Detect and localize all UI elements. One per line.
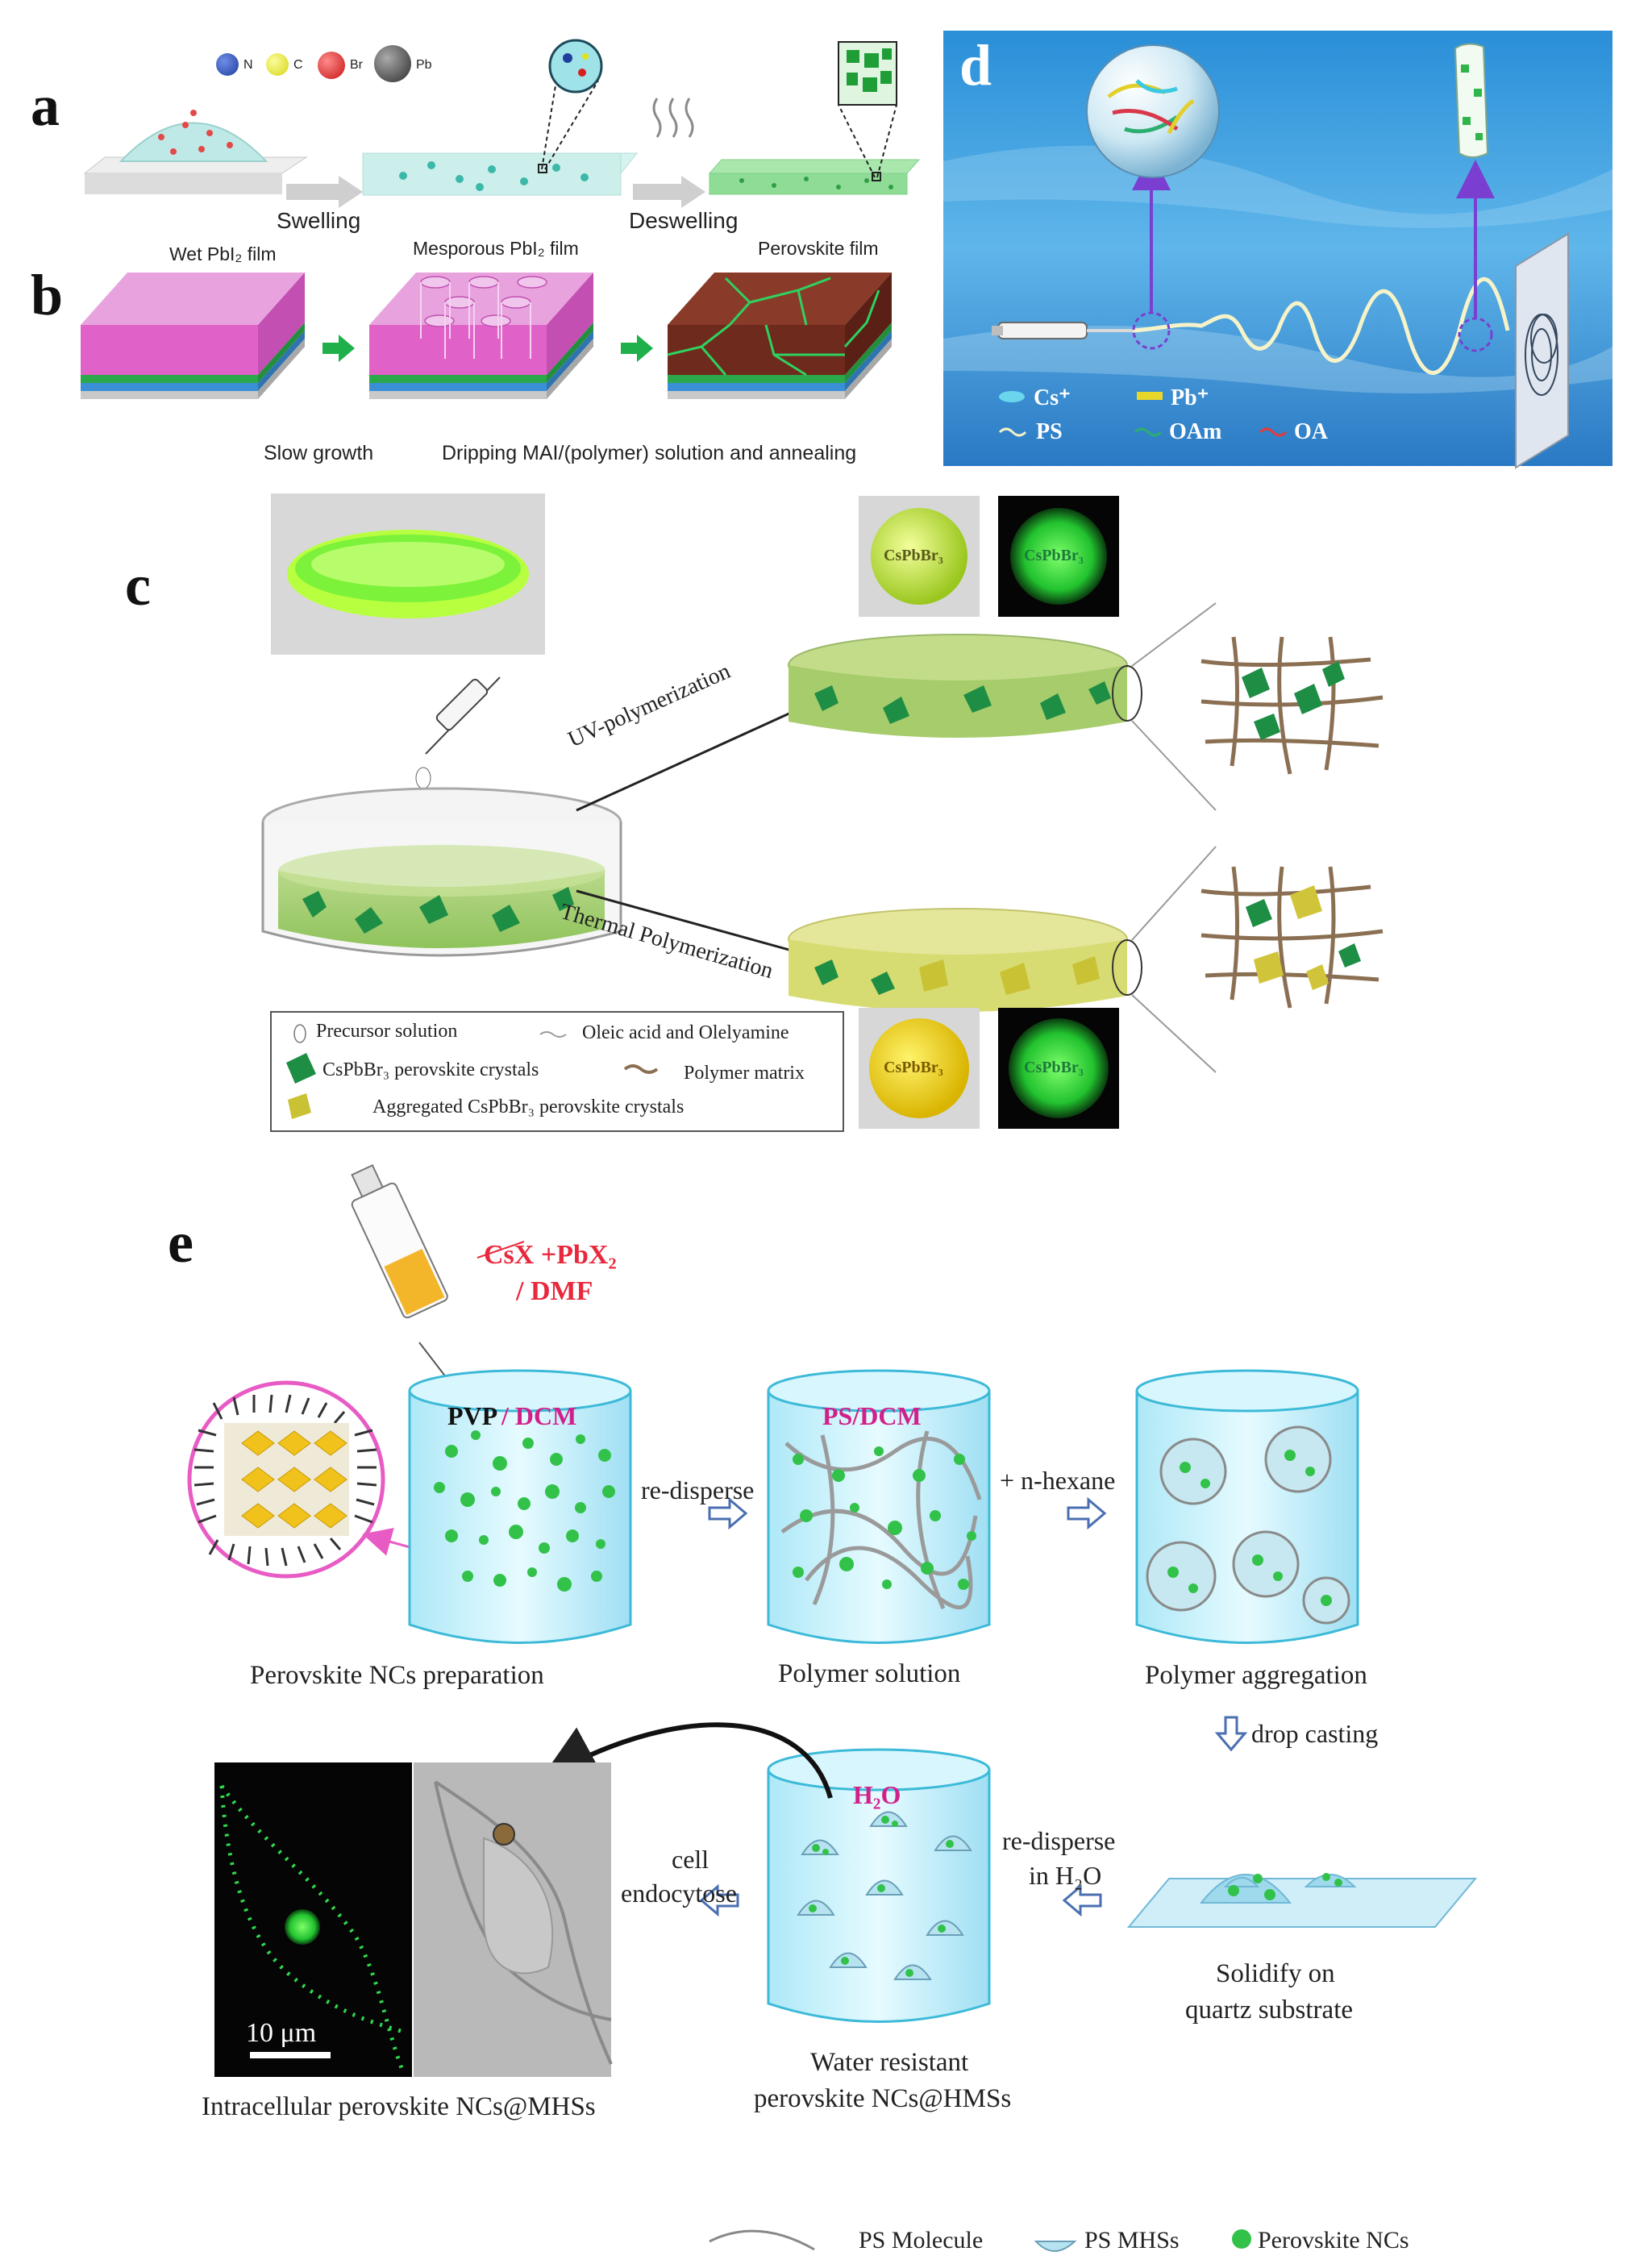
panel-label-b: b xyxy=(31,263,64,327)
caption-intracellular: Intracellular perovskite NCs@MHSs xyxy=(202,2092,596,2121)
atom-legend: N C Br Pb xyxy=(216,45,458,82)
precursor-formula: CsX +PbX₂ xyxy=(484,1240,617,1270)
lead-atom-icon xyxy=(374,45,411,82)
caption-water-1: Water resistant xyxy=(810,2048,969,2077)
legend-matrix: Polymer matrix xyxy=(684,1063,805,1084)
step-deswelling: Deswelling xyxy=(629,208,739,233)
step-endocytose-2: endocytose xyxy=(621,1879,737,1908)
legend-ps-mhss: PS MHSs xyxy=(1084,2227,1180,2253)
legend-precursor: Precursor solution xyxy=(316,1021,458,1042)
panel-label-a: a xyxy=(31,73,60,138)
sample-label-2: CsPbBr₃ xyxy=(1024,547,1084,564)
scale-bar-label: 10 μm xyxy=(246,2018,317,2048)
caption-water-2: perovskite NCs@HMSs xyxy=(754,2084,1012,2113)
stage-mesoporous-film: Mesporous PbI₂ film xyxy=(413,238,579,259)
step-hexane: + n-hexane xyxy=(1000,1466,1116,1495)
step-redisperse-h2o-2: in H₂O xyxy=(1029,1861,1102,1890)
panel-e-microsphere-diagram xyxy=(187,1163,1478,2252)
panel-label-d: d xyxy=(959,33,992,98)
panel-label-c: c xyxy=(125,553,151,618)
step-dripping: Dripping MAI/(polymer) solution and anne… xyxy=(442,442,857,464)
caption-solidify-2: quartz substrate xyxy=(1185,1995,1354,2025)
step-endocytose-1: cell xyxy=(672,1845,709,1874)
caption-prep: Perovskite NCs preparation xyxy=(250,1661,544,1690)
sample-label-3: CsPbBr₃ xyxy=(884,1059,943,1076)
beaker1-nanocrystals xyxy=(434,1430,615,1592)
stage-perovskite-film: Perovskite film xyxy=(758,238,879,259)
nitrogen-atom-icon xyxy=(216,53,239,76)
carbon-atom-icon xyxy=(266,53,289,76)
step-drop-casting: drop casting xyxy=(1251,1719,1379,1748)
caption-solidify-1: Solidify on xyxy=(1216,1959,1335,1988)
legend-label-pb: Pb xyxy=(416,58,432,72)
beaker1-label-dcm: / DCM xyxy=(501,1401,577,1430)
step-slow-growth: Slow growth xyxy=(264,442,374,464)
legend-label-c: C xyxy=(293,58,303,72)
legend-label-br: Br xyxy=(350,58,363,72)
precursor-solvent: / DMF xyxy=(516,1276,593,1306)
stage-wet-film: Wet PbI₂ film xyxy=(169,243,277,264)
step-redisperse: re-disperse xyxy=(641,1475,755,1504)
legend-label-n: N xyxy=(243,58,253,72)
legend-oa: OA xyxy=(1294,419,1328,444)
beaker4-label: H₂O xyxy=(853,1780,901,1809)
legend-oam: OAm xyxy=(1169,419,1222,444)
caption-solution: Polymer solution xyxy=(778,1659,961,1688)
bromine-atom-icon xyxy=(318,52,345,79)
panel-d-electrospinning-diagram xyxy=(943,31,1612,469)
sample-label-4: CsPbBr₃ xyxy=(1024,1059,1084,1076)
legend-aggregated: Aggregated CsPbBr₃ perovskite crystals xyxy=(372,1097,685,1117)
caption-aggregation: Polymer aggregation xyxy=(1145,1661,1367,1690)
legend-perovskite-ncs: Perovskite NCs xyxy=(1258,2227,1409,2253)
panel-b-film-diagram xyxy=(81,273,892,399)
sample-label-1: CsPbBr₃ xyxy=(884,547,943,564)
beaker2-label: PS/DCM xyxy=(822,1401,922,1430)
legend-ps: PS xyxy=(1036,419,1063,444)
legend-crystals: CsPbBr₃ perovskite crystals xyxy=(322,1059,539,1080)
panel-c-polymerization-diagram xyxy=(261,493,1384,1132)
step-redisperse-h2o-1: re-disperse xyxy=(1002,1826,1116,1855)
legend-ligands: Oleic acid and Olelyamine xyxy=(582,1022,789,1043)
step-swelling: Swelling xyxy=(277,208,361,233)
beaker1-label-pvp: PVP xyxy=(447,1401,498,1430)
legend-ps-molecule: PS Molecule xyxy=(859,2227,984,2253)
legend-pb: Pb⁺ xyxy=(1171,385,1209,410)
panel-a-swelling-diagram xyxy=(83,39,921,208)
panel-label-e: e xyxy=(168,1210,193,1275)
legend-cs: Cs⁺ xyxy=(1034,385,1071,410)
